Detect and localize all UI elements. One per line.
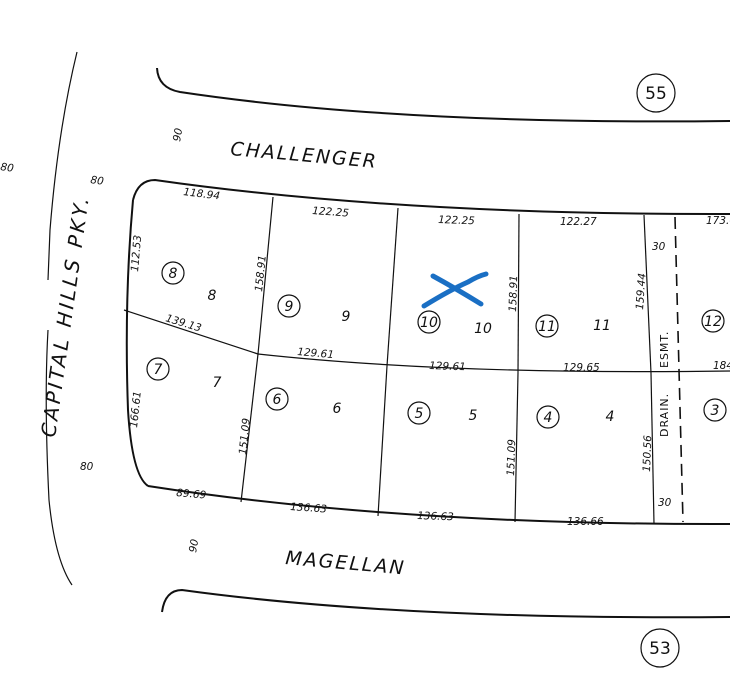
street-name-magellan: MAGELLAN <box>285 547 407 579</box>
lot-8[interactable]: 8 8 <box>161 261 217 304</box>
svg-text:11: 11 <box>538 319 556 335</box>
dim-bottom-5: 136.63 <box>417 510 454 523</box>
dim-bottom-4: 136.66 <box>567 516 604 528</box>
lot-12[interactable]: 12 <box>701 309 725 333</box>
mid-line <box>257 353 730 373</box>
svg-text:4: 4 <box>606 409 615 425</box>
svg-text:11: 11 <box>593 318 611 334</box>
svg-text:12: 12 <box>704 314 722 330</box>
dim-mid-7-8: 139.13 <box>164 312 203 334</box>
width-challenger: 90 <box>171 127 185 143</box>
dim-bottom-7: 89.69 <box>176 487 207 502</box>
dim-bottom-6: 136.63 <box>290 501 327 516</box>
dim-esmt-top-width: 30 <box>652 241 666 253</box>
svg-text:8: 8 <box>169 266 178 282</box>
width-capital-left-top: 80 <box>0 161 15 175</box>
dim-mid-5-10: 129.61 <box>429 360 466 373</box>
lot-5[interactable]: 5 5 <box>407 401 478 425</box>
width-magellan: 90 <box>187 538 201 554</box>
dim-mid-3-12: 184 <box>713 360 730 372</box>
dim-side-8-left: 112.53 <box>129 235 144 273</box>
dim-side-11-esmt: 159.44 <box>634 273 649 310</box>
dim-top-11: 122.27 <box>560 216 597 228</box>
dim-side-10-11: 158.91 <box>507 275 520 312</box>
lot-10[interactable]: 10 10 <box>417 310 492 337</box>
lot-line-6-7 <box>240 353 259 503</box>
block-bottom-boundary <box>147 485 730 526</box>
lot-line-8-9 <box>257 196 274 355</box>
width-capital-right-bottom: 80 <box>80 461 94 473</box>
dim-side-5-4: 151.09 <box>505 439 518 476</box>
lot-11[interactable]: 11 11 <box>535 314 611 338</box>
svg-text:6: 6 <box>273 392 282 408</box>
capital-hills-centerline <box>45 51 78 586</box>
lot-line-5-6 <box>377 365 388 517</box>
width-capital-right-top: 80 <box>90 174 105 188</box>
lot-4[interactable]: 4 4 <box>536 405 615 429</box>
dim-top-9: 122.25 <box>312 205 350 220</box>
dim-side-4-esmt: 150.56 <box>641 435 654 472</box>
svg-text:9: 9 <box>342 309 351 325</box>
svg-text:53: 53 <box>649 639 671 659</box>
dim-side-7-left: 166.61 <box>128 391 144 429</box>
dim-top-12: 173.0 <box>706 215 730 227</box>
svg-text:6: 6 <box>333 401 342 417</box>
magellan-south-curb <box>161 588 730 619</box>
lot-9[interactable]: 9 9 <box>277 294 351 325</box>
svg-text:7: 7 <box>213 375 222 391</box>
svg-text:5: 5 <box>469 408 478 424</box>
svg-text:8: 8 <box>208 288 217 304</box>
street-name-challenger: CHALLENGER <box>230 138 379 173</box>
svg-text:10: 10 <box>474 321 492 337</box>
lot-line-9-10 <box>386 207 399 367</box>
svg-text:55: 55 <box>645 84 667 104</box>
easement-label-esmt: ESMT. <box>658 331 671 368</box>
svg-text:3: 3 <box>711 403 720 419</box>
lot-6[interactable]: 6 6 <box>265 387 342 417</box>
street-name-capital-hills: CAPITAL HILLS PKY. <box>36 193 94 439</box>
svg-text:7: 7 <box>154 362 163 378</box>
lot-line-4-5 <box>514 372 519 523</box>
block-53-badge: 53 <box>640 628 680 668</box>
block-55-badge: 55 <box>636 73 676 113</box>
svg-text:5: 5 <box>415 406 424 422</box>
block-top-boundary <box>132 178 730 216</box>
dim-top-8: 118.94 <box>183 186 221 202</box>
x-mark-annotation <box>421 271 489 309</box>
easement-label-drain: DRAIN. <box>658 393 671 437</box>
lot-3[interactable]: 3 <box>703 398 727 422</box>
svg-text:9: 9 <box>285 299 294 315</box>
challenger-north-curb <box>156 67 730 123</box>
block-left-boundary <box>125 199 149 487</box>
dim-esmt-bottom-width: 30 <box>658 497 672 509</box>
lot-line-11-esmt <box>643 214 652 374</box>
svg-text:4: 4 <box>544 410 553 426</box>
svg-text:10: 10 <box>420 315 438 331</box>
lot-7[interactable]: 7 7 <box>146 357 222 391</box>
lot-line-10-11 <box>517 213 520 374</box>
dim-side-6-7: 151.09 <box>237 417 253 455</box>
lot-line-4-esmt <box>650 372 655 525</box>
dim-mid-6-9: 129.61 <box>297 346 335 361</box>
dim-side-8-9: 158.91 <box>253 255 269 293</box>
drain-easement-line <box>674 216 684 523</box>
lot-line-7-8 <box>123 309 259 355</box>
dim-mid-4-11: 129.65 <box>563 362 600 374</box>
dim-top-10: 122.25 <box>438 214 475 227</box>
